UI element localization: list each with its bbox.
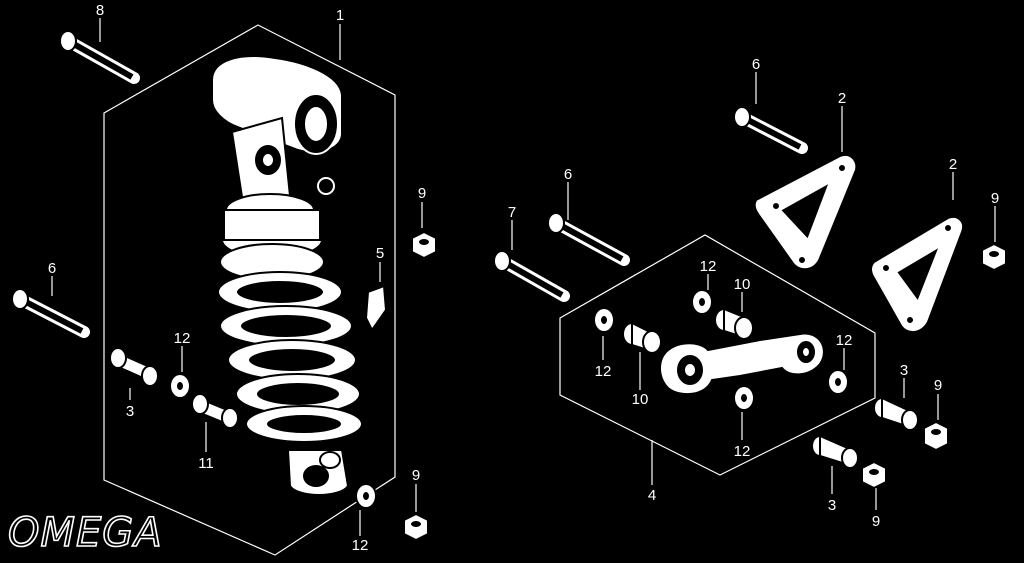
callout-6: 6 <box>752 56 760 73</box>
bolt-7 <box>493 250 570 302</box>
callout-9: 9 <box>991 190 999 207</box>
callout-12: 12 <box>595 363 612 380</box>
callout-2: 2 <box>838 90 846 107</box>
callout-7: 7 <box>508 204 516 221</box>
callout-6: 6 <box>48 260 56 277</box>
callout-3: 3 <box>900 362 908 379</box>
callout-12: 12 <box>700 258 717 275</box>
dust-seals <box>169 289 849 509</box>
callout-12: 12 <box>734 443 751 460</box>
bolt-8 <box>59 30 140 84</box>
callout-1: 1 <box>336 7 344 24</box>
leader-lines <box>51 18 996 536</box>
callout-10: 10 <box>632 391 649 408</box>
shock-link-arm <box>659 332 825 396</box>
callout-11: 11 <box>198 455 214 472</box>
callout-9: 9 <box>418 185 426 202</box>
callout-10: 10 <box>734 276 751 293</box>
callout-9: 9 <box>872 513 880 530</box>
nut-9 <box>403 230 1007 542</box>
callout-3: 3 <box>828 497 836 514</box>
callout-labels: 1 8 9 5 6 12 3 11 9 12 6 2 2 9 6 7 12 10… <box>48 2 999 554</box>
callout-8: 8 <box>96 2 104 19</box>
bolt-6-mid <box>547 212 630 266</box>
bolt-6-top <box>733 106 808 154</box>
omega-logo: OMEGA <box>8 510 163 556</box>
callout-6: 6 <box>564 166 572 183</box>
bolt-6-left <box>11 288 90 338</box>
callout-12: 12 <box>174 330 191 347</box>
link-plates <box>753 154 964 333</box>
callout-12: 12 <box>352 537 369 554</box>
callout-3: 3 <box>126 403 134 420</box>
callout-5: 5 <box>376 245 384 262</box>
callout-12: 12 <box>836 332 853 349</box>
shock-assembly-outline <box>103 24 396 556</box>
linkage-assembly-outline <box>559 234 876 476</box>
label-sticker <box>364 284 388 332</box>
callout-2: 2 <box>949 156 957 173</box>
callout-9: 9 <box>934 377 942 394</box>
collars <box>109 307 919 469</box>
callout-9: 9 <box>412 467 420 484</box>
rear-shock-absorber <box>211 55 363 496</box>
callout-4: 4 <box>648 487 656 504</box>
